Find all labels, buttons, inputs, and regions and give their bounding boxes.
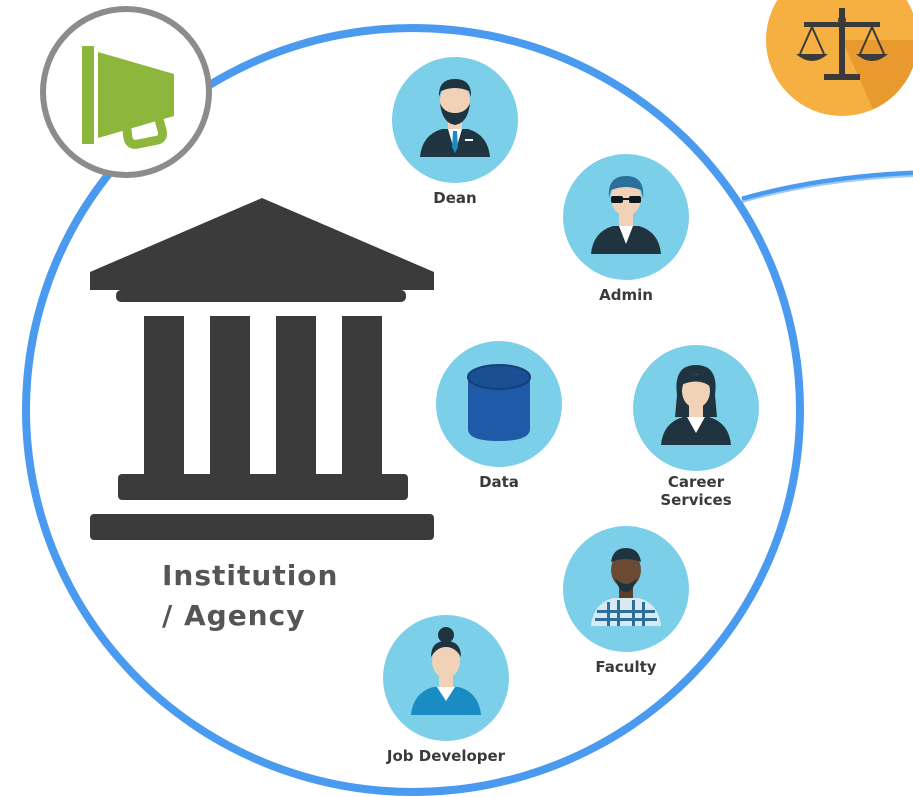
job-developer-avatar [383, 615, 509, 741]
person-icon [411, 627, 481, 715]
role-data[interactable]: Data [434, 341, 564, 491]
role-label: Career Services [660, 473, 732, 509]
role-label: Job Developer [386, 747, 506, 765]
role-dean[interactable]: Dean [390, 57, 520, 207]
role-label: Admin [599, 286, 653, 304]
megaphone-badge[interactable] [40, 6, 212, 178]
role-label: Data [479, 473, 519, 491]
connector-line [741, 170, 913, 203]
role-faculty[interactable]: Faculty [561, 526, 691, 676]
career-avatar [633, 345, 759, 471]
scale-of-justice-icon [796, 8, 913, 116]
admin-avatar [563, 154, 689, 280]
megaphone-icon [82, 46, 174, 149]
database-icon [467, 364, 531, 441]
role-career-services[interactable]: Career Services [631, 345, 761, 509]
person-icon [591, 548, 661, 626]
role-job-developer[interactable]: Job Developer [376, 615, 516, 765]
role-label: Faculty [595, 658, 657, 676]
dean-avatar [392, 57, 518, 183]
institution-label: Institution / Agency [162, 559, 339, 632]
role-label: Dean [433, 189, 477, 207]
person-icon [661, 365, 731, 445]
person-icon [420, 79, 490, 157]
scale-badge[interactable] [766, 0, 913, 116]
data-avatar [436, 341, 562, 467]
role-admin[interactable]: Admin [561, 154, 691, 304]
institution-building-icon [90, 198, 434, 540]
person-icon [591, 176, 661, 254]
faculty-avatar [563, 526, 689, 652]
